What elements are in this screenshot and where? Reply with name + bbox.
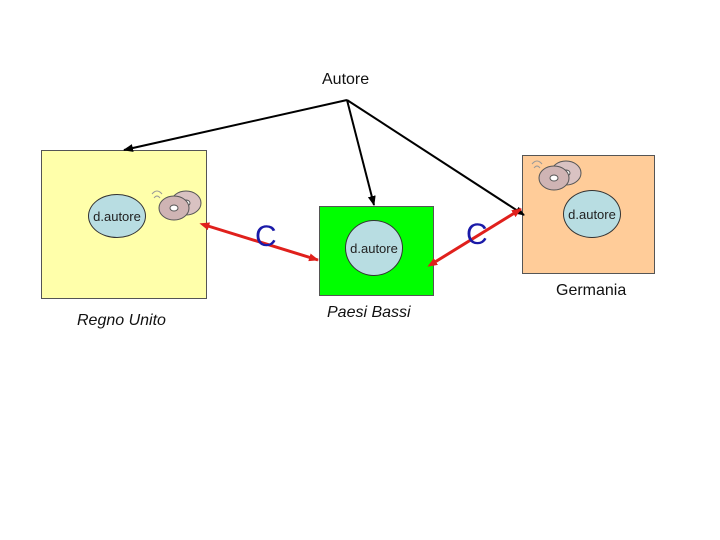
- oval-paesi-bassi: d.autore: [345, 220, 403, 276]
- connector-letter-left: C: [255, 220, 277, 253]
- arrow-paesi-bassi-germania: [427, 207, 522, 267]
- connector-letter-right: C: [466, 218, 488, 251]
- oval-label-germania: d.autore: [568, 206, 616, 222]
- arrow-autore-to-germania: [346, 99, 525, 216]
- arrow-autore-to-regno-unito: [123, 99, 348, 152]
- cd-discs-icon: [531, 160, 582, 191]
- diagram-title: Autore: [322, 71, 370, 88]
- label-regno-unito: Regno Unito: [77, 312, 166, 329]
- cd-discs-icon: [151, 190, 202, 221]
- oval-regno-unito: d.autore: [88, 194, 146, 238]
- label-paesi-bassi: Paesi Bassi: [327, 304, 411, 321]
- oval-germania: d.autore: [563, 190, 621, 238]
- oval-label-paesi-bassi: d.autore: [350, 240, 398, 256]
- oval-label-regno-unito: d.autore: [93, 208, 141, 224]
- arrow-regno-unito-paesi-bassi: [199, 222, 319, 262]
- label-germania: Germania: [556, 282, 627, 299]
- arrow-autore-to-paesi-bassi: [346, 99, 376, 206]
